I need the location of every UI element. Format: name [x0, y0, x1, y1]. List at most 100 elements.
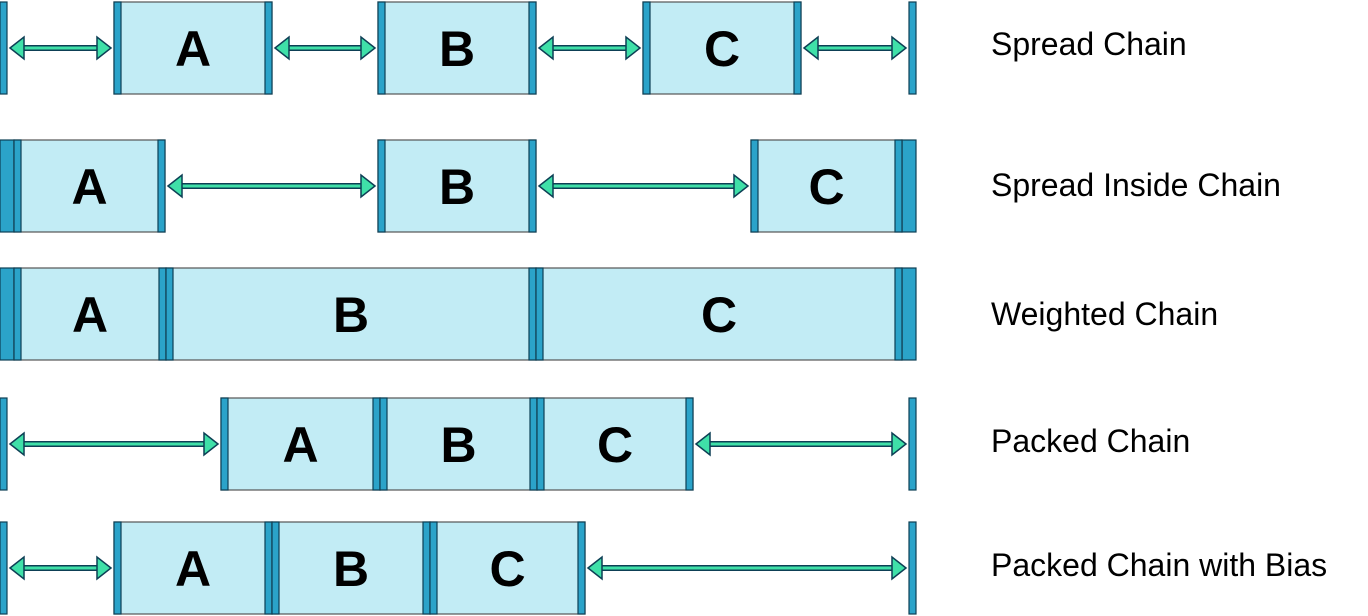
- spacing-arrow: [8, 431, 220, 457]
- box-left-edge: [220, 397, 229, 491]
- box-right-edge: [157, 139, 166, 233]
- parent-left-wall: [0, 267, 15, 361]
- spacing-arrow: [8, 35, 113, 61]
- box-label: C: [704, 21, 740, 77]
- parent-right-wall: [901, 139, 917, 233]
- box-body: [379, 397, 538, 491]
- chain-box: B: [377, 1, 537, 95]
- chain-row: A B C Spread Chain: [0, 1, 1187, 95]
- spacing-arrow: [802, 35, 908, 61]
- chain-row: A B C Packed Chain with Bias: [0, 521, 1327, 615]
- box-label: B: [333, 287, 369, 343]
- box-label: B: [439, 159, 475, 215]
- chain-box: C: [536, 397, 694, 491]
- box-left-edge: [642, 1, 651, 95]
- box-body: [165, 267, 537, 361]
- box-label: A: [175, 541, 211, 597]
- box-left-edge: [535, 267, 544, 361]
- parent-right-wall: [901, 267, 917, 361]
- box-body: [429, 521, 586, 615]
- box-body: [750, 139, 903, 233]
- spacing-arrow: [537, 173, 750, 199]
- chain-box: C: [750, 139, 903, 233]
- box-label: A: [282, 417, 318, 473]
- row-label: Weighted Chain: [991, 296, 1218, 332]
- box-body: [536, 397, 694, 491]
- parent-right-wall: [908, 397, 917, 491]
- box-body: [642, 1, 802, 95]
- box-left-edge: [165, 267, 174, 361]
- box-left-edge: [377, 1, 386, 95]
- box-label: C: [701, 287, 737, 343]
- spacing-arrow: [694, 431, 908, 457]
- box-right-edge: [158, 267, 167, 361]
- chain-box: B: [377, 139, 537, 233]
- spacing-arrow: [273, 35, 377, 61]
- box-body: [113, 1, 273, 95]
- box-label: C: [597, 417, 633, 473]
- box-left-edge: [13, 267, 22, 361]
- spacing-arrow: [166, 173, 377, 199]
- chain-box: B: [379, 397, 538, 491]
- parent-left-wall: [0, 397, 8, 491]
- box-right-edge: [793, 1, 802, 95]
- parent-left-wall: [0, 139, 15, 233]
- chain-box: C: [429, 521, 586, 615]
- spacing-arrow: [8, 555, 113, 581]
- box-left-edge: [113, 521, 122, 615]
- chain-box: A: [13, 267, 167, 361]
- spacing-arrow: [586, 555, 908, 581]
- chain-box: C: [535, 267, 903, 361]
- chain-box: A: [113, 1, 273, 95]
- box-right-edge: [372, 397, 381, 491]
- box-body: [113, 521, 273, 615]
- box-body: [271, 521, 431, 615]
- box-body: [220, 397, 381, 491]
- box-body: [13, 267, 167, 361]
- parent-left-wall: [0, 1, 8, 95]
- chain-row: A B C Weighted Chain: [0, 267, 1218, 361]
- box-left-edge: [377, 139, 386, 233]
- parent-right-wall: [908, 521, 917, 615]
- box-right-edge: [894, 267, 903, 361]
- box-label: B: [333, 541, 369, 597]
- box-label: A: [71, 159, 107, 215]
- box-right-edge: [422, 521, 431, 615]
- chain-box: B: [271, 521, 431, 615]
- chain-box: B: [165, 267, 537, 361]
- box-right-edge: [528, 267, 537, 361]
- box-left-edge: [750, 139, 759, 233]
- chain-box: C: [642, 1, 802, 95]
- box-left-edge: [379, 397, 388, 491]
- box-body: [535, 267, 903, 361]
- box-label: A: [175, 21, 211, 77]
- box-label: B: [439, 21, 475, 77]
- spacing-arrow: [537, 35, 642, 61]
- row-label: Spread Inside Chain: [991, 167, 1281, 203]
- box-label: C: [489, 541, 525, 597]
- parent-right-wall: [908, 1, 917, 95]
- box-left-edge: [429, 521, 438, 615]
- box-left-edge: [536, 397, 545, 491]
- box-right-edge: [529, 397, 538, 491]
- chain-row: A B C Spread Inside Chain: [0, 139, 1281, 233]
- row-label: Packed Chain with Bias: [991, 547, 1327, 583]
- box-left-edge: [13, 139, 22, 233]
- row-label: Packed Chain: [991, 423, 1190, 459]
- box-right-edge: [577, 521, 586, 615]
- box-right-edge: [528, 139, 537, 233]
- chain-row: A B C Packed Chain: [0, 397, 1190, 491]
- row-label: Spread Chain: [991, 26, 1187, 62]
- box-right-edge: [264, 521, 273, 615]
- box-label: B: [440, 417, 476, 473]
- chain-box: A: [113, 521, 273, 615]
- box-right-edge: [528, 1, 537, 95]
- box-right-edge: [685, 397, 694, 491]
- box-body: [377, 1, 537, 95]
- box-right-edge: [264, 1, 273, 95]
- box-right-edge: [894, 139, 903, 233]
- chain-box: A: [13, 139, 166, 233]
- box-left-edge: [271, 521, 280, 615]
- chain-box: A: [220, 397, 381, 491]
